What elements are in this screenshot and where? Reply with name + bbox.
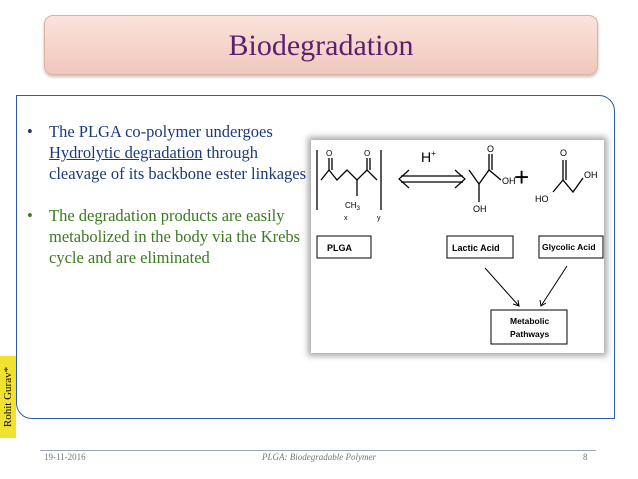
bullet-dot: • — [27, 206, 33, 225]
bullet-1-text: The PLGA co-polymer undergoes — [49, 122, 273, 141]
lactic-oxygen: O — [487, 144, 494, 154]
x-subscript: x — [344, 215, 348, 222]
y-subscript: y — [377, 215, 381, 222]
glycolic-oxygen: O — [560, 148, 567, 158]
page-number: 8 — [583, 452, 588, 462]
lactic-oh-1: OH — [502, 176, 516, 186]
reaction-scheme-svg: O O CH3 x y H+ O OH OH + O OH HO — [316, 144, 604, 345]
bullet-2: • The degradation products are easily me… — [27, 205, 307, 268]
lactic-acid-structure — [468, 154, 502, 202]
glycolic-ho: HO — [535, 194, 549, 204]
pathway-arrows — [484, 265, 568, 307]
plga-degradation-diagram: O O CH3 x y H+ O OH OH + O OH HO — [311, 140, 604, 353]
plus-sign: + — [514, 162, 529, 192]
plga-oxygen-1: O — [326, 149, 332, 158]
footer-divider — [40, 450, 596, 451]
plga-oxygen-2: O — [364, 149, 370, 158]
glycolic-acid-label: Glycolic Acid — [542, 242, 596, 252]
lactic-acid-box — [446, 235, 514, 259]
bullet-1: • The PLGA co-polymer undergoes Hydrolyt… — [27, 121, 307, 184]
label-boxes — [316, 235, 604, 345]
hydrolytic-degradation-text: Hydrolytic degradation — [49, 143, 203, 162]
glycolic-acid-box — [538, 235, 604, 259]
metabolic-pathways-box — [490, 309, 568, 345]
equilibrium-arrow — [398, 169, 466, 189]
footer-date: 19-11-2016 — [44, 452, 86, 462]
bullet-2-text: The degradation products are easily meta… — [49, 206, 301, 267]
footer-title: PLGA: Biodegradable Polymer — [262, 452, 376, 462]
pathways-label: Pathways — [510, 329, 549, 339]
plga-structure — [316, 150, 382, 210]
lactic-oh-2: OH — [473, 204, 487, 214]
ch3-label: CH3 — [345, 201, 361, 212]
catalyst-label: H+ — [421, 149, 436, 165]
bullet-1-text-end: through cleavage of its backbone ester l… — [49, 143, 307, 183]
title-bar: Biodegradation — [44, 15, 598, 75]
metabolic-label: Metabolic — [510, 316, 549, 326]
plga-label: PLGA — [327, 243, 353, 253]
author-tab — [0, 356, 16, 438]
glycolic-oh: OH — [584, 170, 598, 180]
plga-box — [316, 235, 372, 259]
bullet-dot: • — [27, 122, 33, 141]
slide-title: Biodegradation — [228, 29, 414, 62]
bullet-list: • The PLGA co-polymer undergoes Hydrolyt… — [27, 121, 307, 268]
author-name: Rohit Gurav* — [2, 366, 14, 428]
lactic-acid-label: Lactic Acid — [452, 243, 500, 253]
glycolic-acid-structure — [552, 160, 584, 194]
